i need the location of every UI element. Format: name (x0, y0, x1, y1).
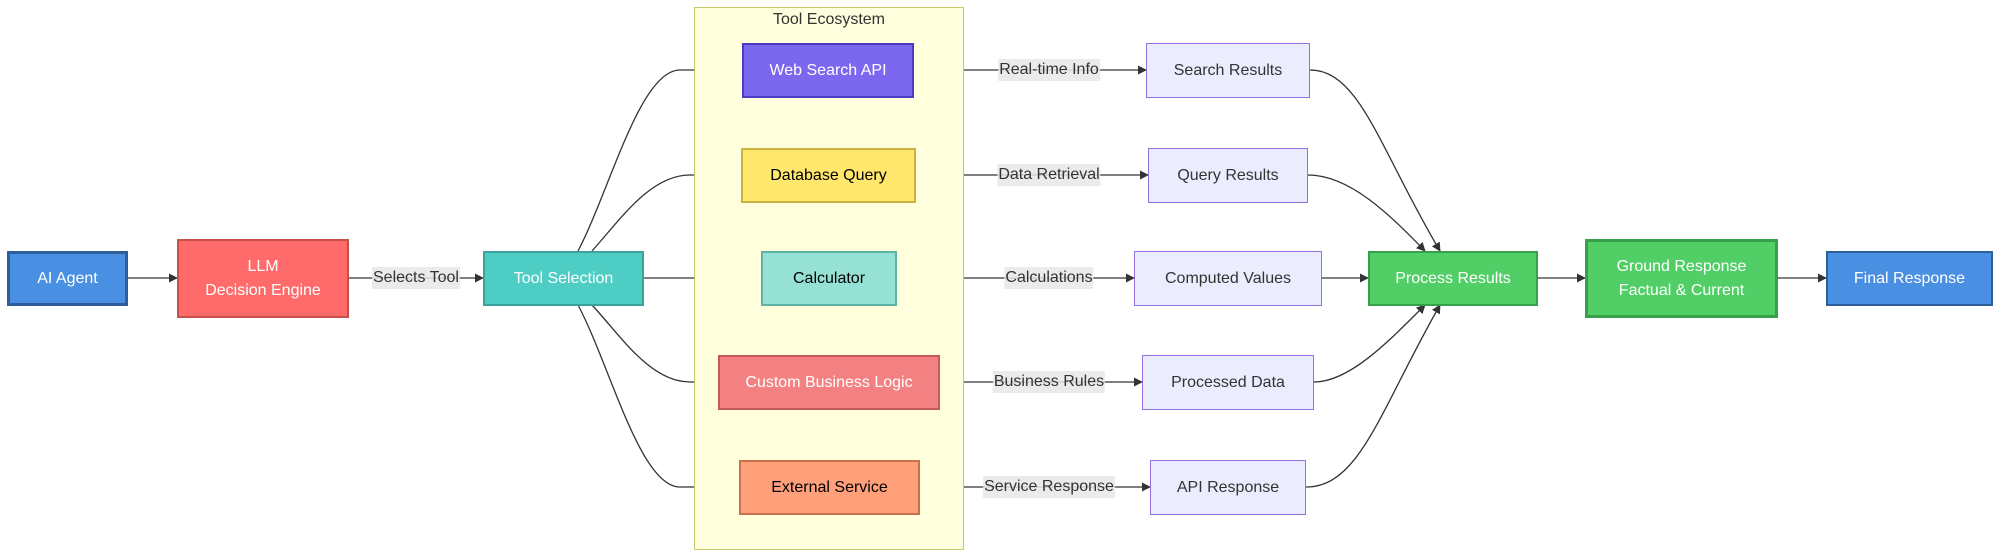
cluster-title: Tool Ecosystem (772, 11, 886, 28)
query-results-label: Query Results (1177, 166, 1279, 184)
database-query-node[interactable]: Database Query (741, 148, 916, 203)
edge-label-selects-tool: Selects Tool (372, 267, 460, 289)
external-service-node[interactable]: External Service (739, 460, 920, 515)
final-response-label: Final Response (1853, 269, 1966, 287)
ground-response-label: Ground Response Factual & Current (1616, 257, 1747, 299)
computed-values-label: Computed Values (1165, 269, 1291, 287)
query-results-node[interactable]: Query Results (1148, 148, 1308, 203)
web-search-api-label: Web Search API (769, 61, 887, 79)
processed-data-node[interactable]: Processed Data (1142, 355, 1314, 410)
tool-selection-node[interactable]: Tool Selection (483, 251, 644, 306)
edge-label-data-retrieval: Data Retrieval (997, 164, 1101, 186)
edge-selection-to-custom-logic (591, 304, 719, 387)
edge-query-results-to-process-results (1307, 174, 1426, 252)
api-response-node[interactable]: API Response (1150, 460, 1306, 515)
custom-business-logic-node[interactable]: Custom Business Logic (718, 355, 940, 410)
tool-selection-label: Tool Selection (513, 269, 614, 287)
edge-selection-to-external-service (577, 304, 740, 492)
ai-agent-node[interactable]: AI Agent (7, 251, 128, 306)
web-search-api-node[interactable]: Web Search API (742, 43, 914, 98)
ai-agent-label: AI Agent (37, 269, 98, 287)
llm-node[interactable]: LLM Decision Engine (177, 239, 349, 318)
processed-data-label: Processed Data (1171, 373, 1285, 391)
database-query-label: Database Query (770, 166, 887, 184)
edge-api-response-to-process-results (1305, 304, 1441, 488)
edge-label-calculations: Calculations (1004, 267, 1094, 289)
api-response-label: API Response (1176, 478, 1280, 496)
ground-response-node[interactable]: Ground Response Factual & Current (1585, 239, 1778, 318)
edge-processed-data-to-process-results (1313, 304, 1426, 383)
process-results-label: Process Results (1395, 269, 1511, 287)
final-response-node[interactable]: Final Response (1826, 251, 1993, 306)
process-results-node[interactable]: Process Results (1368, 251, 1538, 306)
edge-search-results-to-process-results (1309, 69, 1441, 252)
calculator-node[interactable]: Calculator (761, 251, 897, 306)
edge-label-real-time-info: Real-time Info (998, 59, 1100, 81)
llm-label: LLM Decision Engine (205, 257, 321, 299)
edge-label-service-response: Service Response (983, 476, 1115, 498)
edge-selection-to-database (591, 170, 742, 252)
edge-selection-to-web-search (577, 65, 743, 252)
custom-business-logic-label: Custom Business Logic (745, 373, 913, 391)
computed-values-node[interactable]: Computed Values (1134, 251, 1322, 306)
search-results-node[interactable]: Search Results (1146, 43, 1310, 98)
edge-label-business-rules: Business Rules (992, 371, 1106, 393)
calculator-label: Calculator (792, 269, 866, 287)
search-results-label: Search Results (1173, 61, 1283, 79)
external-service-label: External Service (771, 478, 888, 496)
